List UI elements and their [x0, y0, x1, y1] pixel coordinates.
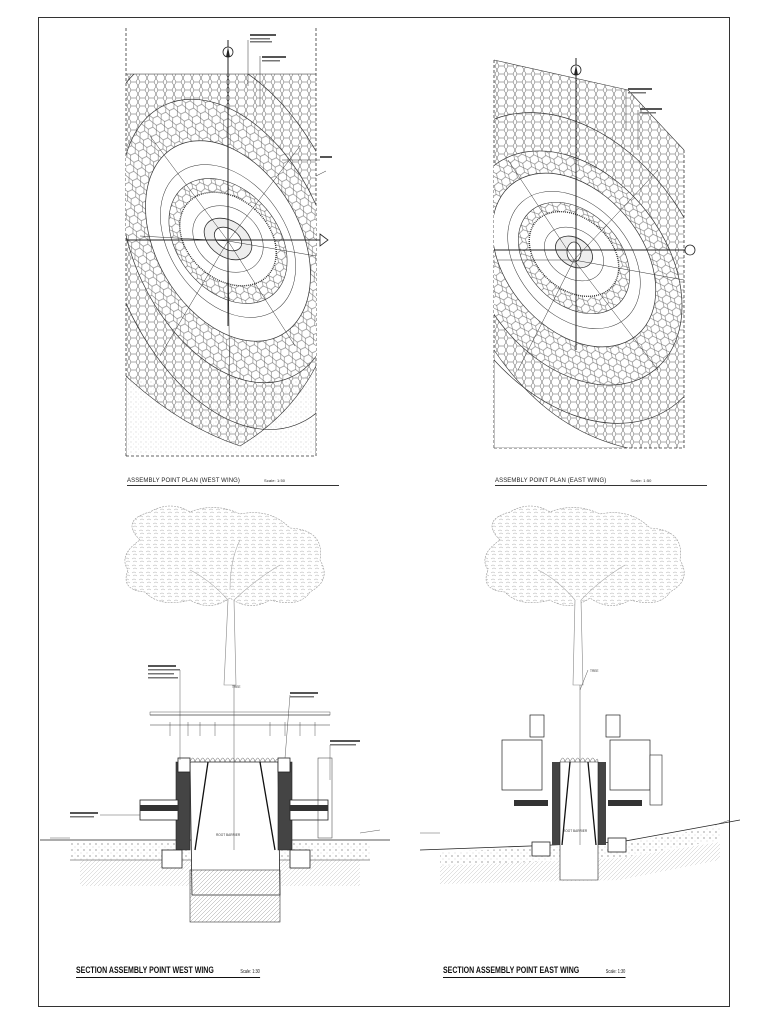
east-plan-scale: Scale: 1:50 [630, 478, 652, 483]
west-section-title: SECTION ASSEMBLY POINT WEST WING Scale: 1… [76, 965, 260, 978]
east-section-title-text: SECTION ASSEMBLY POINT EAST WING [443, 965, 580, 975]
east-wing-plan-drawing [488, 50, 698, 460]
east-plan-title: ASSEMBLY POINT PLAN (EAST WING) Scale: 1:… [495, 478, 707, 486]
west-section-scale: Scale: 1:30 [240, 969, 260, 975]
east-tree-tag: TREE [590, 669, 599, 673]
east-plan-title-text: ASSEMBLY POINT PLAN (EAST WING) [495, 478, 607, 484]
east-root-barrier-label: ROOT BARRIER [563, 829, 588, 833]
west-section-title-text: SECTION ASSEMBLY POINT WEST WING [76, 965, 214, 975]
east-section-scale: Scale: 1:30 [605, 969, 626, 975]
drawing-sheet-border [38, 17, 730, 1007]
west-wing-plan-drawing [120, 26, 340, 466]
west-plan-scale: Scale: 1:50 [264, 478, 286, 483]
east-section-title: SECTION ASSEMBLY POINT EAST WING Scale: 1… [443, 965, 626, 978]
west-tree-tag: TREE [232, 685, 241, 689]
west-root-barrier-label: ROOT BARRIER [216, 833, 241, 837]
west-plan-title-text: ASSEMBLY POINT PLAN (WEST WING) [127, 478, 241, 484]
west-wing-section-drawing: TREE ROOT BARRIER [40, 500, 390, 930]
east-wing-section-drawing: TREE ROOT BARRIER [420, 500, 740, 900]
west-plan-title: ASSEMBLY POINT PLAN (WEST WING) Scale: 1:… [127, 478, 339, 486]
